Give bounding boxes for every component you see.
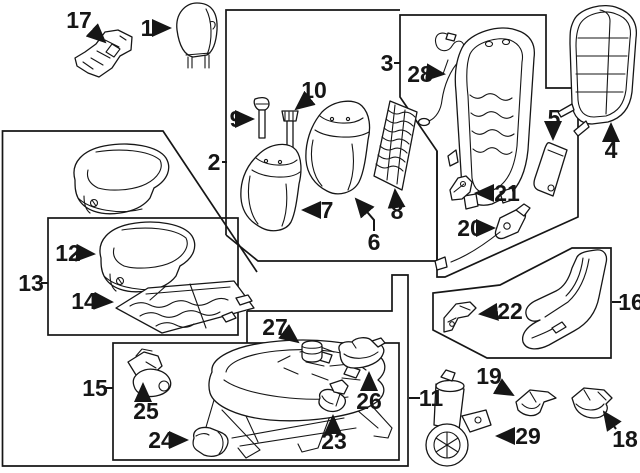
- callout-7-label[interactable]: 7: [321, 197, 334, 223]
- callout-13-label[interactable]: 13: [18, 270, 44, 296]
- callout-15[interactable]: 15: [82, 375, 113, 401]
- callout-15-label[interactable]: 15: [82, 375, 108, 401]
- part-12-cushion-pad-drawing: [99, 221, 196, 293]
- part-24-motor-drawing: [192, 426, 229, 457]
- callout-20-label[interactable]: 20: [457, 215, 483, 241]
- callout-3-label[interactable]: 3: [381, 50, 394, 76]
- part-1-headrest-drawing: [176, 2, 218, 69]
- callout-20[interactable]: 20: [457, 215, 496, 241]
- part-26-cover-drawing: [338, 337, 386, 369]
- callout-5[interactable]: 5: [544, 105, 562, 141]
- callout-2-label[interactable]: 2: [208, 149, 221, 175]
- group-box-16: [432, 247, 612, 359]
- callout-19-label[interactable]: 19: [476, 363, 502, 389]
- callout-28[interactable]: 28: [407, 61, 446, 87]
- callout-21[interactable]: 21: [474, 180, 520, 206]
- callout-3[interactable]: 3: [381, 50, 400, 76]
- callout-28-label[interactable]: 28: [407, 61, 433, 87]
- group-box-3: [399, 14, 579, 278]
- part-7-seatback-cover-drawing: [240, 143, 302, 232]
- callout-1[interactable]: 1: [141, 15, 172, 41]
- part-14-heater-mat-drawing: [115, 280, 255, 334]
- part-17-bracket-drawing: [74, 29, 133, 78]
- group-box-cushion-and-11: [1, 130, 409, 467]
- callout-13[interactable]: 13: [18, 270, 48, 296]
- part-21-bracket-drawing: [449, 175, 473, 201]
- callout-8[interactable]: 8: [387, 188, 406, 224]
- callout-9[interactable]: 9: [230, 106, 255, 132]
- callout-10[interactable]: 10: [294, 77, 327, 111]
- callout-7[interactable]: 7: [301, 197, 334, 223]
- part-18-bracket-drawing: [571, 387, 613, 419]
- part-5-airbag-drawing: [533, 142, 568, 197]
- part-25-motor-drawing: [127, 348, 172, 398]
- part-4-seatback-frame-drawing: [557, 5, 638, 137]
- callout-23-label[interactable]: 23: [321, 428, 347, 454]
- callout-4[interactable]: 4: [602, 122, 620, 163]
- callout-17-label[interactable]: 17: [66, 7, 92, 33]
- callout-11[interactable]: 11: [409, 385, 443, 411]
- callout-16[interactable]: 16: [612, 289, 640, 315]
- part-6-seatback-pad-drawing: [305, 100, 371, 195]
- callout-12-label[interactable]: 12: [55, 240, 81, 266]
- group-box-15: [112, 342, 400, 461]
- callout-11-label[interactable]: 11: [419, 385, 444, 411]
- callouts: 17 1 9 10 2 7 6 8: [18, 7, 640, 454]
- callout-25[interactable]: 25: [133, 382, 159, 424]
- callout-9-label[interactable]: 9: [230, 106, 243, 132]
- callout-26-label[interactable]: 26: [356, 388, 382, 414]
- callout-14-label[interactable]: 14: [71, 288, 97, 314]
- group-box-13: [47, 217, 239, 336]
- callout-10-label[interactable]: 10: [301, 77, 327, 103]
- callout-22-label[interactable]: 22: [497, 298, 523, 324]
- part-29-motor-drawing: [425, 369, 492, 467]
- callout-6[interactable]: 6: [354, 197, 381, 255]
- callout-8-label[interactable]: 8: [391, 198, 404, 224]
- part-9-guide-pin-drawing: [253, 96, 270, 139]
- callout-21-label[interactable]: 21: [494, 180, 520, 206]
- part-16-side-shield-drawing: [521, 249, 608, 350]
- callout-4-label[interactable]: 4: [605, 137, 618, 163]
- callout-27-label[interactable]: 27: [262, 314, 288, 340]
- callout-2[interactable]: 2: [208, 149, 227, 175]
- callout-29-label[interactable]: 29: [515, 423, 541, 449]
- part-8-lumbar-support-drawing: [373, 100, 418, 191]
- callout-19[interactable]: 19: [476, 363, 515, 396]
- callout-18-label[interactable]: 18: [612, 426, 638, 452]
- part-27-knob-drawing: [301, 340, 323, 363]
- part-22-latch-drawing: [443, 301, 477, 333]
- callout-16-label[interactable]: 16: [618, 289, 640, 315]
- callout-12[interactable]: 12: [55, 240, 96, 266]
- callout-14[interactable]: 14: [71, 288, 114, 314]
- part-23-bracket-drawing: [318, 379, 349, 413]
- part-cushion-drawing: [73, 143, 170, 215]
- grouping-boxes: [1, 9, 612, 467]
- part-3-seatback-frame-drawing: [447, 27, 536, 210]
- callout-24[interactable]: 24: [148, 427, 189, 453]
- callout-27[interactable]: 27: [262, 314, 300, 344]
- callout-17[interactable]: 17: [66, 7, 107, 44]
- callout-6-label[interactable]: 6: [368, 229, 381, 255]
- callout-22[interactable]: 22: [478, 298, 523, 324]
- callout-26[interactable]: 26: [356, 371, 382, 414]
- callout-24-label[interactable]: 24: [148, 427, 174, 453]
- callout-23[interactable]: 23: [321, 414, 347, 454]
- part-drawings: [73, 2, 638, 467]
- callout-25-label[interactable]: 25: [133, 398, 159, 424]
- callout-18[interactable]: 18: [602, 410, 638, 452]
- callout-1-label[interactable]: 1: [141, 15, 154, 41]
- part-19-bracket-drawing: [515, 389, 557, 417]
- callout-5-label[interactable]: 5: [548, 105, 561, 131]
- callout-29[interactable]: 29: [495, 423, 541, 449]
